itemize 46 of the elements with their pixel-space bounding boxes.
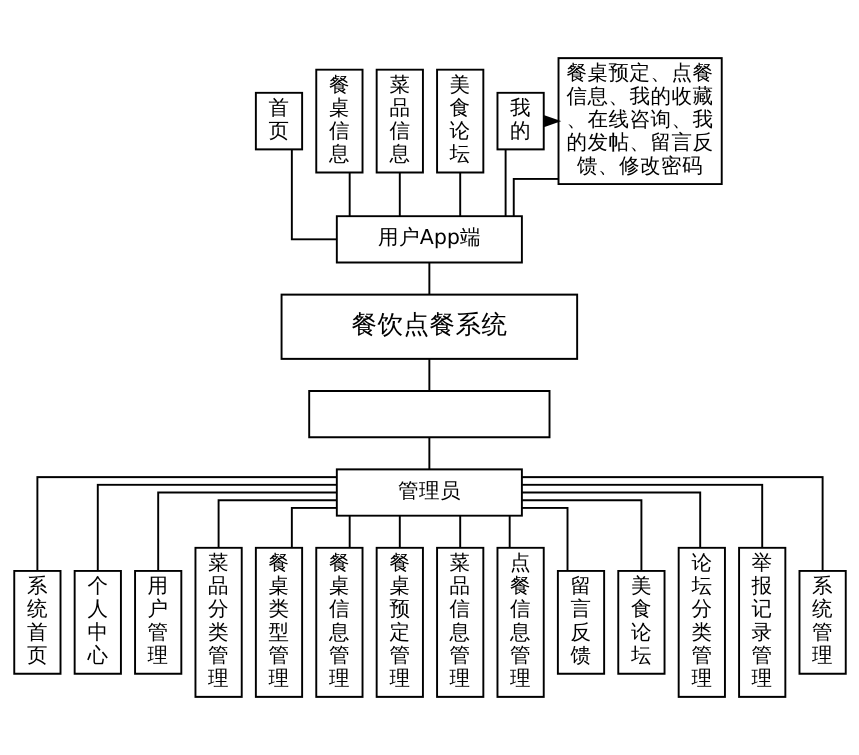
connector [398, 172, 400, 216]
node-box: 留言反馈 [556, 570, 605, 675]
node-box: 举报记录管理 [738, 546, 786, 698]
connector [156, 492, 336, 571]
connector [428, 438, 430, 470]
node-box: 用户管理 [134, 570, 182, 675]
node-box: 餐桌预定、点餐信息、我的收藏、在线咨询、我的发帖、留言反馈、修改密码 [557, 57, 722, 186]
connector [290, 506, 336, 548]
node-box: 餐桌信息 [314, 68, 363, 174]
connector [521, 506, 568, 571]
connector [512, 178, 558, 216]
connector [522, 476, 824, 571]
connector [508, 516, 510, 548]
node-box: 系统管理 [798, 570, 846, 675]
node-box [308, 390, 550, 438]
node-box: 管理员 [335, 468, 522, 517]
connector [398, 516, 400, 548]
node-box: 菜品分类管理 [194, 546, 242, 698]
node-box: 系统首页 [12, 570, 61, 675]
node-box: 菜品信息管理 [436, 546, 484, 698]
connector [96, 484, 336, 571]
node-box: 美食论坛 [616, 570, 665, 675]
connector [217, 499, 336, 548]
connector [348, 172, 350, 216]
connector [428, 359, 430, 391]
node-box: 论坛分类管理 [677, 546, 726, 698]
node-box: 餐饮点餐系统 [280, 294, 578, 360]
node-box: 餐桌类型管理 [254, 546, 303, 698]
node-box: 餐桌预定管理 [375, 546, 424, 698]
node-box: 美食论坛 [436, 68, 484, 174]
connector [522, 492, 701, 548]
connector [504, 150, 506, 216]
node-box: 菜品信息 [375, 68, 424, 174]
node-box: 首页 [254, 92, 303, 150]
connector [348, 516, 350, 548]
node-box: 个人中心 [73, 570, 122, 675]
node-box: 用户App端 [335, 215, 522, 264]
connector [458, 516, 461, 548]
node-box: 点餐信息管理 [496, 546, 544, 698]
connector [522, 484, 763, 548]
connector [36, 476, 336, 571]
connector [428, 262, 430, 294]
connector [458, 172, 461, 216]
connector [290, 150, 336, 240]
connector [522, 499, 642, 571]
node-box: 餐桌信息管理 [314, 546, 363, 698]
